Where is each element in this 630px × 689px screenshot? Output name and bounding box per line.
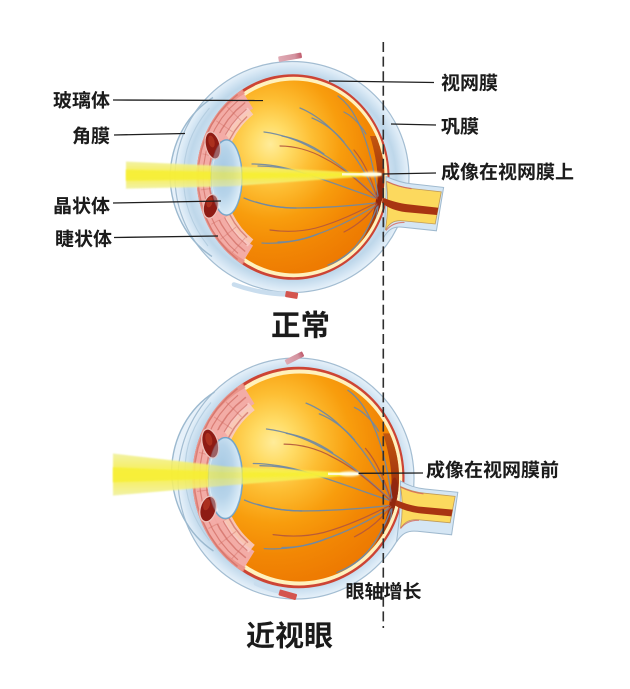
label-image-before-retina [426,460,559,479]
title-myopia [246,621,333,649]
label-retina [441,73,498,92]
leader-line-vitreous [112,99,264,102]
leader-line-image-on-retina [383,172,437,175]
muscle-mark-top [284,351,305,365]
leader-line-retina [328,80,435,84]
muscle-mark-bottom-tip [285,290,299,299]
leader-line-sclera [390,123,437,126]
focal-point-glow [340,471,360,477]
leader-lines [112,80,437,474]
title-normal [272,310,329,339]
label-image-on-retina [441,162,574,181]
label-sclera [441,116,479,135]
leader-line-cornea [113,132,186,136]
lens-through-beam [207,437,243,520]
myopic-eye-illustration [113,351,459,600]
leader-line-lens [112,200,222,204]
leader-line-ciliary [113,235,219,239]
central-retinal-vessels [382,197,439,215]
label-cornea [72,126,110,145]
muscle-mark-bottom [231,282,290,297]
label-vitreous [53,90,110,109]
muscle-mark-top [278,52,302,62]
light-beam-core [126,169,381,181]
central-retinal-vessels [395,500,453,517]
normal-eye-illustration [126,52,445,299]
muscle-mark-bottom-tip [278,589,298,600]
label-ciliary-body [56,229,112,248]
label-axial-growth [346,581,422,600]
labels [53,73,574,649]
optic-nerve [399,485,456,529]
focal-point-glow [362,171,382,177]
lens-through-beam [210,139,243,216]
label-lens [54,196,110,215]
